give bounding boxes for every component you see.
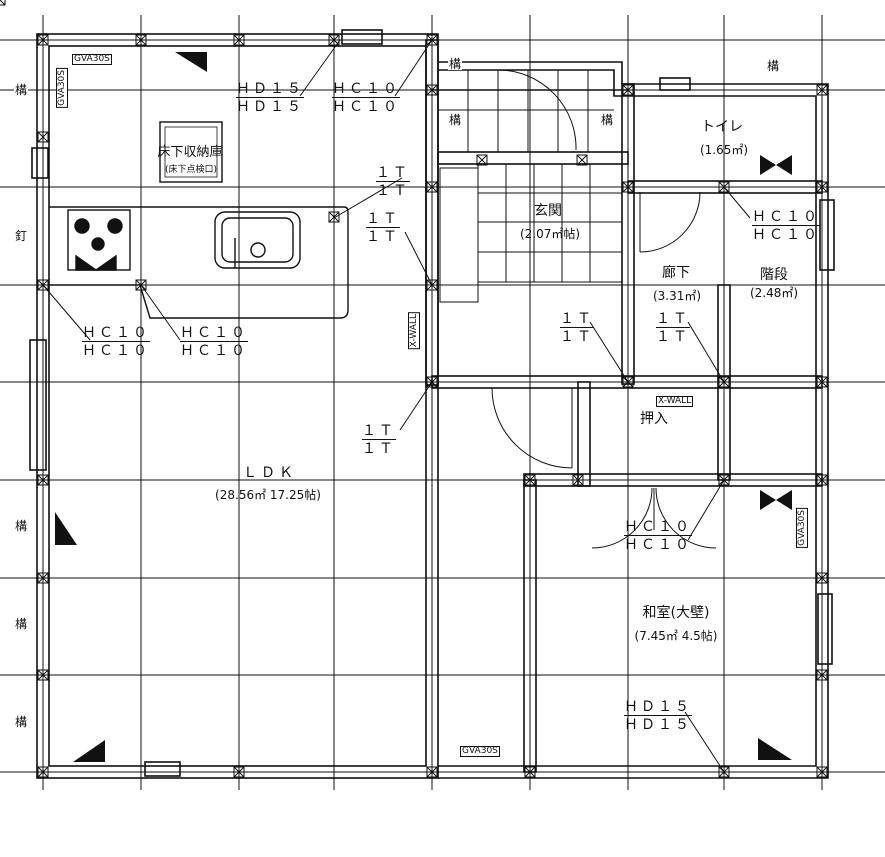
spec-bottom: １Ｔ xyxy=(376,183,410,199)
room-hall-area: (3.31㎡) xyxy=(652,289,702,303)
tag-xwall-ldk: X-WALL xyxy=(408,312,420,350)
column-markers xyxy=(0,0,828,778)
genkan-tiles xyxy=(438,70,622,303)
spec-top: ＨＣ１０ xyxy=(752,209,820,226)
tag-gva-left: GVA30S xyxy=(56,68,68,108)
spec-top: ＨＣ１０ xyxy=(624,519,692,536)
spec-bottom: ＨＣ１０ xyxy=(332,99,400,115)
kitchen-counter xyxy=(49,206,349,319)
tag-kou-3: 構 xyxy=(14,617,29,631)
spec-top: ＨＤ１５ xyxy=(236,81,304,98)
spec-bottom: １Ｔ xyxy=(656,329,690,345)
spec-top: １Ｔ xyxy=(366,211,400,228)
room-washitsu-area: (7.45㎡ 4.5帖) xyxy=(634,629,718,643)
room-storage-name: 床下収納庫 xyxy=(157,145,223,160)
tag-kou-8: 構 xyxy=(766,59,781,73)
tag-xwall-closet: X-WALL xyxy=(656,396,694,407)
spec-bottom: ＨＣ１０ xyxy=(82,343,150,359)
spec-bottom: １Ｔ xyxy=(560,329,594,345)
tag-kou-4: 構 xyxy=(14,715,29,729)
tag-kou-2: 構 xyxy=(14,519,29,533)
spec-bottom: ＨＣ１０ xyxy=(624,537,692,553)
spec-bottom: １Ｔ xyxy=(366,229,400,245)
spec-top: ＨＣ１０ xyxy=(180,325,248,342)
tag-kou-5: 構 xyxy=(448,113,463,127)
room-washitsu-name: 和室(大壁) xyxy=(642,605,710,621)
grid-lines xyxy=(0,15,885,790)
room-stairs-area: (2.48㎡) xyxy=(749,286,799,300)
spec-bottom: １Ｔ xyxy=(362,441,396,457)
spec-bottom: ＨＣ１０ xyxy=(180,343,248,359)
spec-top: １Ｔ xyxy=(376,165,410,182)
room-closet-name: 押入 xyxy=(640,411,668,427)
spec-top: ＨＤ１５ xyxy=(624,699,692,716)
tag-kugi: 釘 xyxy=(14,229,29,243)
room-ldk-name: ＬＤＫ xyxy=(243,465,297,481)
room-genkan-name: 玄関 xyxy=(534,203,562,219)
storage-hatch xyxy=(159,121,223,183)
spec-top: ＨＣ１０ xyxy=(332,81,400,98)
room-toilet-name: トイレ xyxy=(701,119,743,135)
tag-gva-top: GVA30S xyxy=(72,54,112,65)
tag-gva-right: GVA30S xyxy=(796,508,808,548)
spec-top: １Ｔ xyxy=(362,423,396,440)
spec-top: ＨＣ１０ xyxy=(82,325,150,342)
spec-bottom: ＨＤ１５ xyxy=(236,99,304,115)
tag-gva-bottom: GVA30S xyxy=(460,746,500,757)
door-swings xyxy=(491,69,717,549)
room-stairs-name: 階段 xyxy=(760,267,788,283)
spec-bottom: ＨＣ１０ xyxy=(752,227,820,243)
room-genkan-area: (2.07㎡帖) xyxy=(519,227,581,241)
room-hall-name: 廊下 xyxy=(662,265,690,281)
room-toilet-area: (1.65㎡) xyxy=(699,143,749,157)
spec-top: １Ｔ xyxy=(656,311,690,328)
spec-top: １Ｔ xyxy=(560,311,594,328)
tag-kou-6: 構 xyxy=(600,113,615,127)
brace-markers xyxy=(55,52,792,762)
tag-kou-7: 構 xyxy=(448,57,463,71)
tag-kou-1: 構 xyxy=(14,83,29,97)
spec-bottom: ＨＤ１５ xyxy=(624,717,692,733)
room-storage-sub: (床下点検口) xyxy=(164,165,218,175)
room-ldk-area: (28.56㎡ 17.25帖) xyxy=(215,488,321,502)
leader-lines xyxy=(42,39,751,773)
